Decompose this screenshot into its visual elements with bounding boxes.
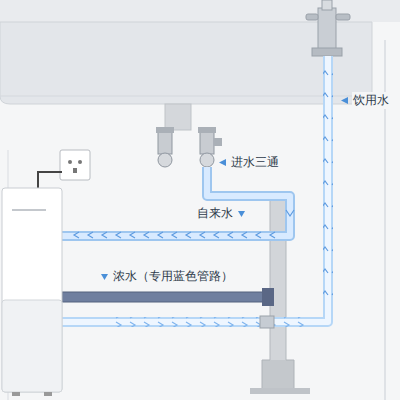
power-cable xyxy=(38,172,62,190)
pipe-label: 进水三通 xyxy=(218,154,280,171)
label-text: 进水三通 xyxy=(230,154,280,171)
label-text: 饮用水 xyxy=(352,92,390,109)
sink-basin xyxy=(0,22,372,104)
pipe-label: 自来水 xyxy=(196,205,246,222)
pointer-triangle xyxy=(237,209,246,218)
pipe-label: 饮用水 xyxy=(340,92,390,109)
concentrate-pipe xyxy=(62,288,274,306)
sink-basin-edge xyxy=(0,96,372,97)
wall-socket xyxy=(60,150,90,180)
faucet xyxy=(306,0,350,56)
inlet-tee-valve xyxy=(198,127,222,167)
pipe-label: 浓水（专用蓝色管路） xyxy=(100,268,234,285)
pointer-triangle xyxy=(218,158,227,167)
pointer-triangle xyxy=(340,96,349,105)
label-text: 自来水 xyxy=(196,205,234,222)
angle-valve xyxy=(156,127,174,167)
sink-drain xyxy=(165,104,191,130)
tap-water-pipe xyxy=(62,167,294,241)
label-text: 浓水（专用蓝色管路） xyxy=(112,268,234,285)
countertop xyxy=(0,0,400,22)
pointer-triangle xyxy=(100,272,109,281)
water-purifier xyxy=(2,188,62,396)
drinking-water-pipe xyxy=(62,56,333,328)
